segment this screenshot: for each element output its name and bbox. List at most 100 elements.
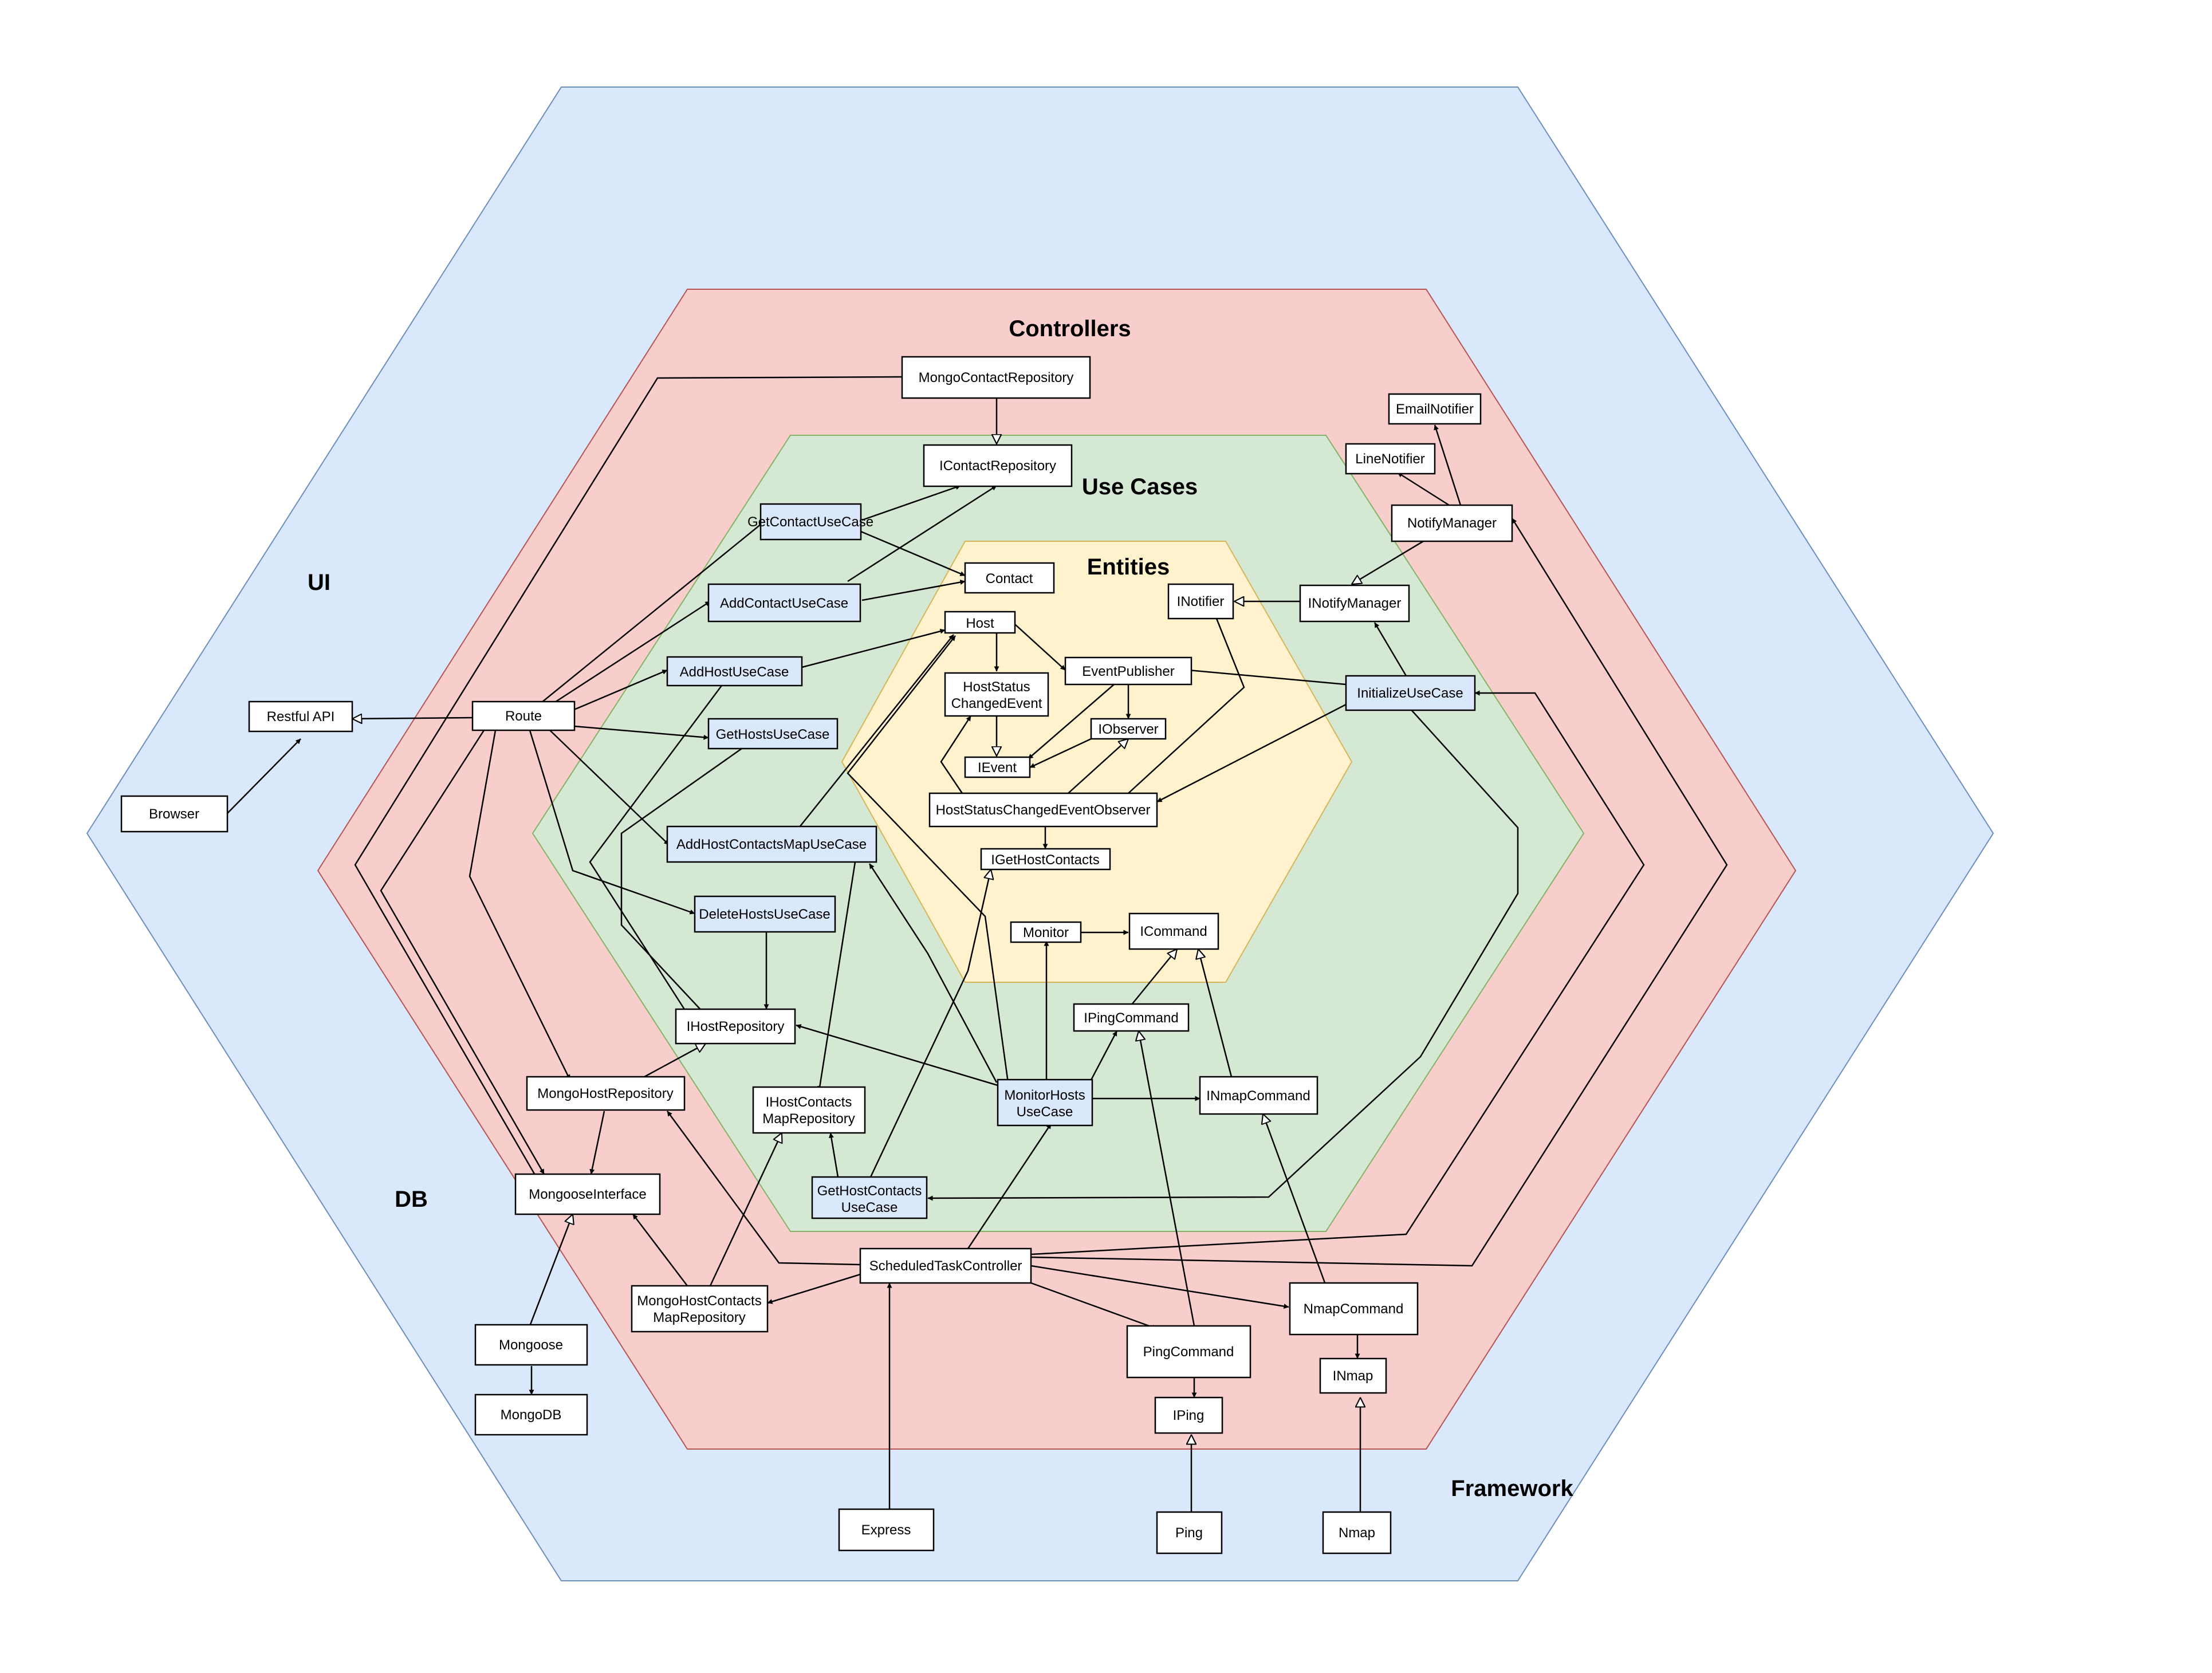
iobserver-box: IObserver <box>1090 718 1167 740</box>
entities-layer-hexagon <box>841 541 1353 983</box>
edge-hsce-observer-to-host-status-changed-event <box>940 715 972 794</box>
restful-api-label: Restful API <box>267 709 335 725</box>
edge-notify-manager-to-line-notifier <box>1397 471 1450 506</box>
ievent-box: IEvent <box>964 756 1031 778</box>
edge-monitor-hosts-use-case-to-ihost-repository <box>796 1024 998 1087</box>
mongodb-label: MongoDB <box>501 1407 562 1423</box>
add-host-contacts-map-use-case-label: AddHostContactsMapUseCase <box>676 837 867 852</box>
edge-route-to-delete-hosts-use-case <box>529 730 695 915</box>
edge-initialize-use-case-to-hsce-observer <box>1156 703 1347 803</box>
edge-get-host-contacts-use-case-to-ihostcontacts-map-repository <box>828 1132 839 1178</box>
ihost-repository-label: IHostRepository <box>687 1019 785 1034</box>
mongo-hostcontacts-map-repository-box: MongoHostContacts MapRepository <box>631 1285 769 1333</box>
edge-add-host-use-case-to-host <box>801 628 946 668</box>
edge-get-host-contacts-use-case-implements-igethostcontacts <box>869 869 991 1178</box>
edge-add-host-use-case-to-ihost-repository <box>589 685 723 1014</box>
icommand-label: ICommand <box>1140 924 1207 939</box>
mongoose-label: Mongoose <box>499 1337 563 1353</box>
ihostcontacts-map-repository-label-line1: IHostContacts <box>766 1095 852 1110</box>
edge-add-host-contacts-map-use-case-to-ihostcontacts-map-repository <box>817 861 856 1092</box>
get-hosts-use-case-box: GetHostsUseCase <box>707 718 839 750</box>
inotify-manager-label: INotifyManager <box>1308 596 1402 611</box>
edge-browser-to-restful-api <box>227 738 301 814</box>
edge-route-to-get-contact-use-case <box>535 521 765 708</box>
mongo-contact-repository-box: MongoContactRepository <box>901 356 1091 399</box>
monitor-box: Monitor <box>1010 921 1082 943</box>
mongo-host-repository-box: MongoHostRepository <box>526 1076 686 1111</box>
edge-route-to-mongo-host-repository <box>469 730 571 1080</box>
contact-box: Contact <box>964 562 1055 594</box>
edge-add-contact-use-case-to-contact <box>861 580 966 601</box>
edge-scheduled-task-controller-to-mongo-hostcontacts-map-repository <box>767 1273 861 1304</box>
edge-get-contact-use-case-to-icontact-repository <box>861 485 961 521</box>
inotifier-label: INotifier <box>1177 594 1225 609</box>
host-label: Host <box>966 616 994 631</box>
edge-scheduled-task-controller-to-ping-command <box>1030 1282 1158 1330</box>
delete-hosts-use-case-label: DeleteHostsUseCase <box>699 907 830 922</box>
edge-event-publisher-to-ievent <box>1028 684 1115 759</box>
igethostcontacts-box: IGetHostContacts <box>980 848 1111 871</box>
nmap-command-label: NmapCommand <box>1304 1301 1404 1317</box>
ihostcontacts-map-repository-label-line2: MapRepository <box>762 1111 855 1127</box>
express-box: Express <box>838 1508 935 1552</box>
email-notifier-label: EmailNotifier <box>1396 401 1474 417</box>
mongoose-box: Mongoose <box>474 1324 588 1366</box>
add-host-use-case-box: AddHostUseCase <box>666 656 803 687</box>
edge-route-to-add-host-contacts-map-use-case <box>549 730 670 845</box>
contact-label: Contact <box>986 571 1033 586</box>
inmap-label: INmap <box>1333 1368 1373 1384</box>
edge-mongo-hostcontacts-map-repository-implements-ihostcontacts-map-repository <box>709 1133 782 1286</box>
ipingcommand-box: IPingCommand <box>1073 1003 1190 1032</box>
edge-scheduled-task-controller-to-initialize-use-case <box>1030 690 1645 1255</box>
email-notifier-box: EmailNotifier <box>1388 393 1482 425</box>
scheduled-task-controller-label: ScheduledTaskController <box>869 1258 1022 1274</box>
mongo-contact-repository-label: MongoContactRepository <box>919 370 1074 385</box>
edge-route-to-add-contact-use-case <box>546 600 711 708</box>
mongo-hostcontacts-map-repository-label-line1: MongoHostContacts <box>637 1293 761 1309</box>
restful-api-box: Restful API <box>248 700 353 733</box>
host-status-changed-event-box: HostStatus ChangedEvent <box>944 672 1049 717</box>
ping-command-box: PingCommand <box>1126 1325 1251 1379</box>
event-publisher-label: EventPublisher <box>1082 664 1174 679</box>
notify-manager-box: NotifyManager <box>1391 504 1513 542</box>
inmapcommand-box: INmapCommand <box>1199 1076 1318 1115</box>
ping-box: Ping <box>1156 1511 1223 1554</box>
add-contact-use-case-label: AddContactUseCase <box>720 596 848 611</box>
line-notifier-label: LineNotifier <box>1355 451 1424 467</box>
edge-mongo-host-repository-implements-ihost-repository <box>644 1044 706 1078</box>
edge-mongo-host-repository-to-mongoose-interface <box>589 1111 605 1175</box>
get-contact-use-case-label: GetContactUseCase <box>747 514 873 530</box>
edge-monitor-hosts-use-case-to-add-host-contacts-map-use-case <box>868 863 998 1083</box>
ui-layer-label: UI <box>308 570 330 595</box>
get-host-contacts-use-case-label-line1: GetHostContacts <box>817 1183 922 1199</box>
edge-mongoose-implements-mongoose-interface <box>529 1214 573 1326</box>
ievent-label: IEvent <box>978 760 1017 776</box>
get-host-contacts-use-case-box: GetHostContacts UseCase <box>811 1176 928 1219</box>
edge-route-to-add-host-use-case <box>572 669 668 711</box>
edge-host-to-event-publisher <box>1014 624 1066 671</box>
monitor-hosts-use-case-label-line2: UseCase <box>1017 1104 1073 1120</box>
nmap-command-box: NmapCommand <box>1289 1282 1419 1336</box>
mongo-host-repository-label: MongoHostRepository <box>537 1086 673 1101</box>
edge-group <box>227 376 1728 1512</box>
host-status-changed-event-label-line1: HostStatus <box>963 679 1030 695</box>
edge-ipingcommand-implements-icommand <box>1131 949 1177 1006</box>
mongoose-interface-label: MongooseInterface <box>529 1187 646 1202</box>
iping-box: IPing <box>1154 1396 1223 1434</box>
edge-initialize-use-case-to-inotify-manager <box>1373 622 1407 676</box>
edge-mongo-hostcontacts-map-repository-to-mongoose-interface <box>632 1214 688 1286</box>
edge-scheduled-task-controller-to-mongo-host-repository <box>666 1111 861 1266</box>
ipingcommand-label: IPingCommand <box>1084 1010 1178 1026</box>
icontact-repository-label: IContactRepository <box>939 458 1056 474</box>
use-cases-layer-label: Use Cases <box>1082 474 1198 499</box>
mongoose-interface-box: MongooseInterface <box>514 1173 661 1215</box>
inotify-manager-box: INotifyManager <box>1299 584 1410 623</box>
ping-command-label: PingCommand <box>1143 1344 1234 1360</box>
get-contact-use-case-box: GetContactUseCase <box>747 503 873 541</box>
nmap-box: Nmap <box>1322 1511 1392 1554</box>
browser-box: Browser <box>120 795 229 833</box>
edge-route-to-get-hosts-use-case <box>574 725 709 740</box>
edge-add-contact-use-case-to-icontact-repository <box>847 485 997 582</box>
edge-iobserver-to-ievent <box>1029 738 1092 769</box>
